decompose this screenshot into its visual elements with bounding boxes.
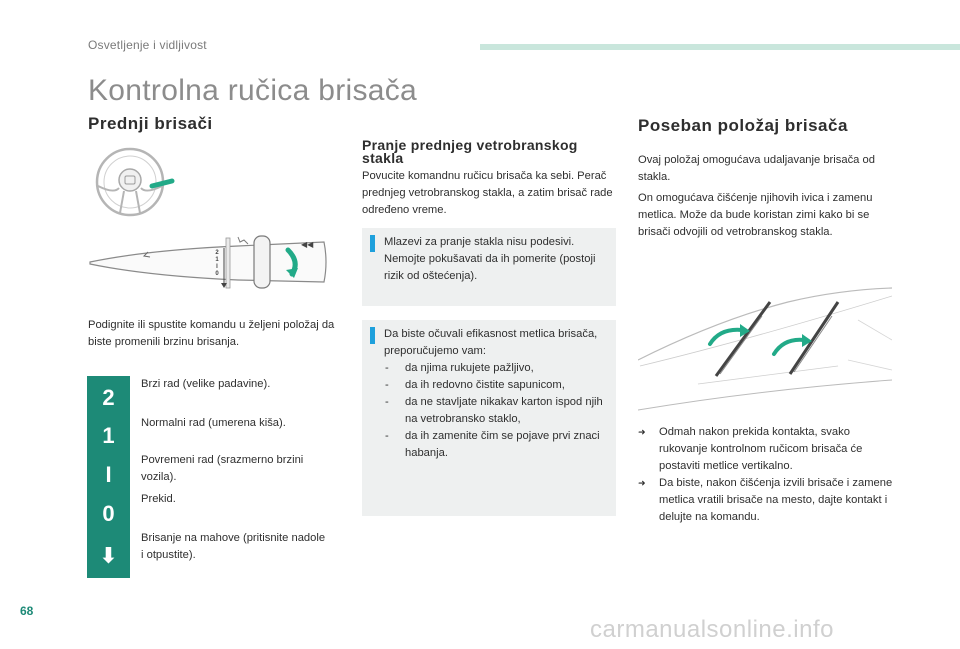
list-item: da ih redovno čistite sapunicom, bbox=[384, 377, 608, 394]
special-position-p1: Ovaj položaj omogućava udaljavanje brisa… bbox=[638, 154, 875, 183]
mode-1-icon: 1 bbox=[87, 414, 130, 457]
wiper-stalk-illustration: ◀◀ 2 1 I 0 bbox=[88, 232, 332, 294]
list-item: ➜Odmah nakon prekida kontakta, svako ruk… bbox=[638, 426, 863, 472]
list-item: da ne stavljate nikakav karton ispod nji… bbox=[384, 394, 608, 428]
windscreen-illustration bbox=[637, 280, 893, 420]
watermark: carmanualsonline.info bbox=[590, 616, 834, 643]
mode-intermittent-icon: I bbox=[87, 453, 130, 496]
heading-front-wipers: Prednji brisači bbox=[88, 114, 213, 133]
note-mark-icon bbox=[370, 235, 375, 252]
note-jets-text: Mlazevi za pranje stakla nisu podesivi. … bbox=[384, 236, 596, 282]
note-blades-intro: Da biste očuvali efikasnost metlica bris… bbox=[384, 328, 598, 357]
stalk-scale-2: 2 bbox=[215, 250, 219, 256]
mode-intermittent-text: Povremeni rad (srazmerno brzini vozila). bbox=[141, 454, 304, 483]
mode-0-text: Prekid. bbox=[141, 493, 176, 505]
steering-wheel-illustration bbox=[88, 142, 184, 222]
list-item: da njima rukujete pažljivo, bbox=[384, 360, 608, 377]
special-position-bullets: ➜Odmah nakon prekida kontakta, svako ruk… bbox=[638, 424, 898, 526]
stalk-scale-i: I bbox=[216, 264, 218, 270]
note-blades: Da biste očuvali efikasnost metlica bris… bbox=[362, 320, 616, 516]
section-header: Osvetljenje i vidljivost bbox=[88, 38, 207, 52]
stalk-scale: 2 1 I 0 bbox=[213, 250, 221, 278]
stalk-scale-1: 1 bbox=[215, 257, 219, 263]
note-blades-body: Da biste očuvali efikasnost metlica bris… bbox=[384, 326, 608, 462]
stalk-scale-0: 0 bbox=[215, 271, 219, 277]
page-title: Kontrolna ručica brisača bbox=[88, 74, 418, 107]
heading-special-position: Poseban položaj brisača bbox=[638, 116, 848, 135]
mode-1-text: Normalni rad (umerena kiša). bbox=[141, 417, 286, 429]
arrow-right-icon: ➜ bbox=[638, 478, 646, 488]
mode-single-wipe-text: Brisanje na mahove (pritisnite nadole i … bbox=[141, 532, 326, 561]
special-position-p2: On omogućava čišćenje njihovih ivica i z… bbox=[638, 192, 873, 238]
header-bar bbox=[480, 44, 960, 50]
heading-windscreen-wash: Pranje prednjeg vetrobranskog stakla bbox=[362, 137, 578, 166]
svg-text:◀◀: ◀◀ bbox=[301, 240, 314, 249]
note-mark-icon bbox=[370, 327, 375, 344]
front-wipers-intro: Podignite ili spustite komandu u željeni… bbox=[88, 319, 335, 348]
windscreen-wash-text: Povucite komandnu ručicu brisača ka sebi… bbox=[362, 170, 613, 216]
arrow-right-icon: ➜ bbox=[638, 427, 646, 437]
page-number: 68 bbox=[20, 604, 34, 618]
note-jets: Mlazevi za pranje stakla nisu podesivi. … bbox=[362, 228, 616, 306]
note-blades-list: da njima rukujete pažljivo, da ih redovn… bbox=[384, 360, 608, 462]
list-item: ➜Da biste, nakon čišćenja izvili brisače… bbox=[638, 477, 893, 523]
list-item: da ih zamenite čim se pojave prvi znaci … bbox=[384, 428, 608, 462]
mode-0-icon: 0 bbox=[87, 492, 130, 535]
arrow-down-icon: ⬇ bbox=[87, 534, 130, 578]
mode-2-text: Brzi rad (velike padavine). bbox=[141, 378, 271, 390]
mode-2-icon: 2 bbox=[87, 376, 130, 419]
